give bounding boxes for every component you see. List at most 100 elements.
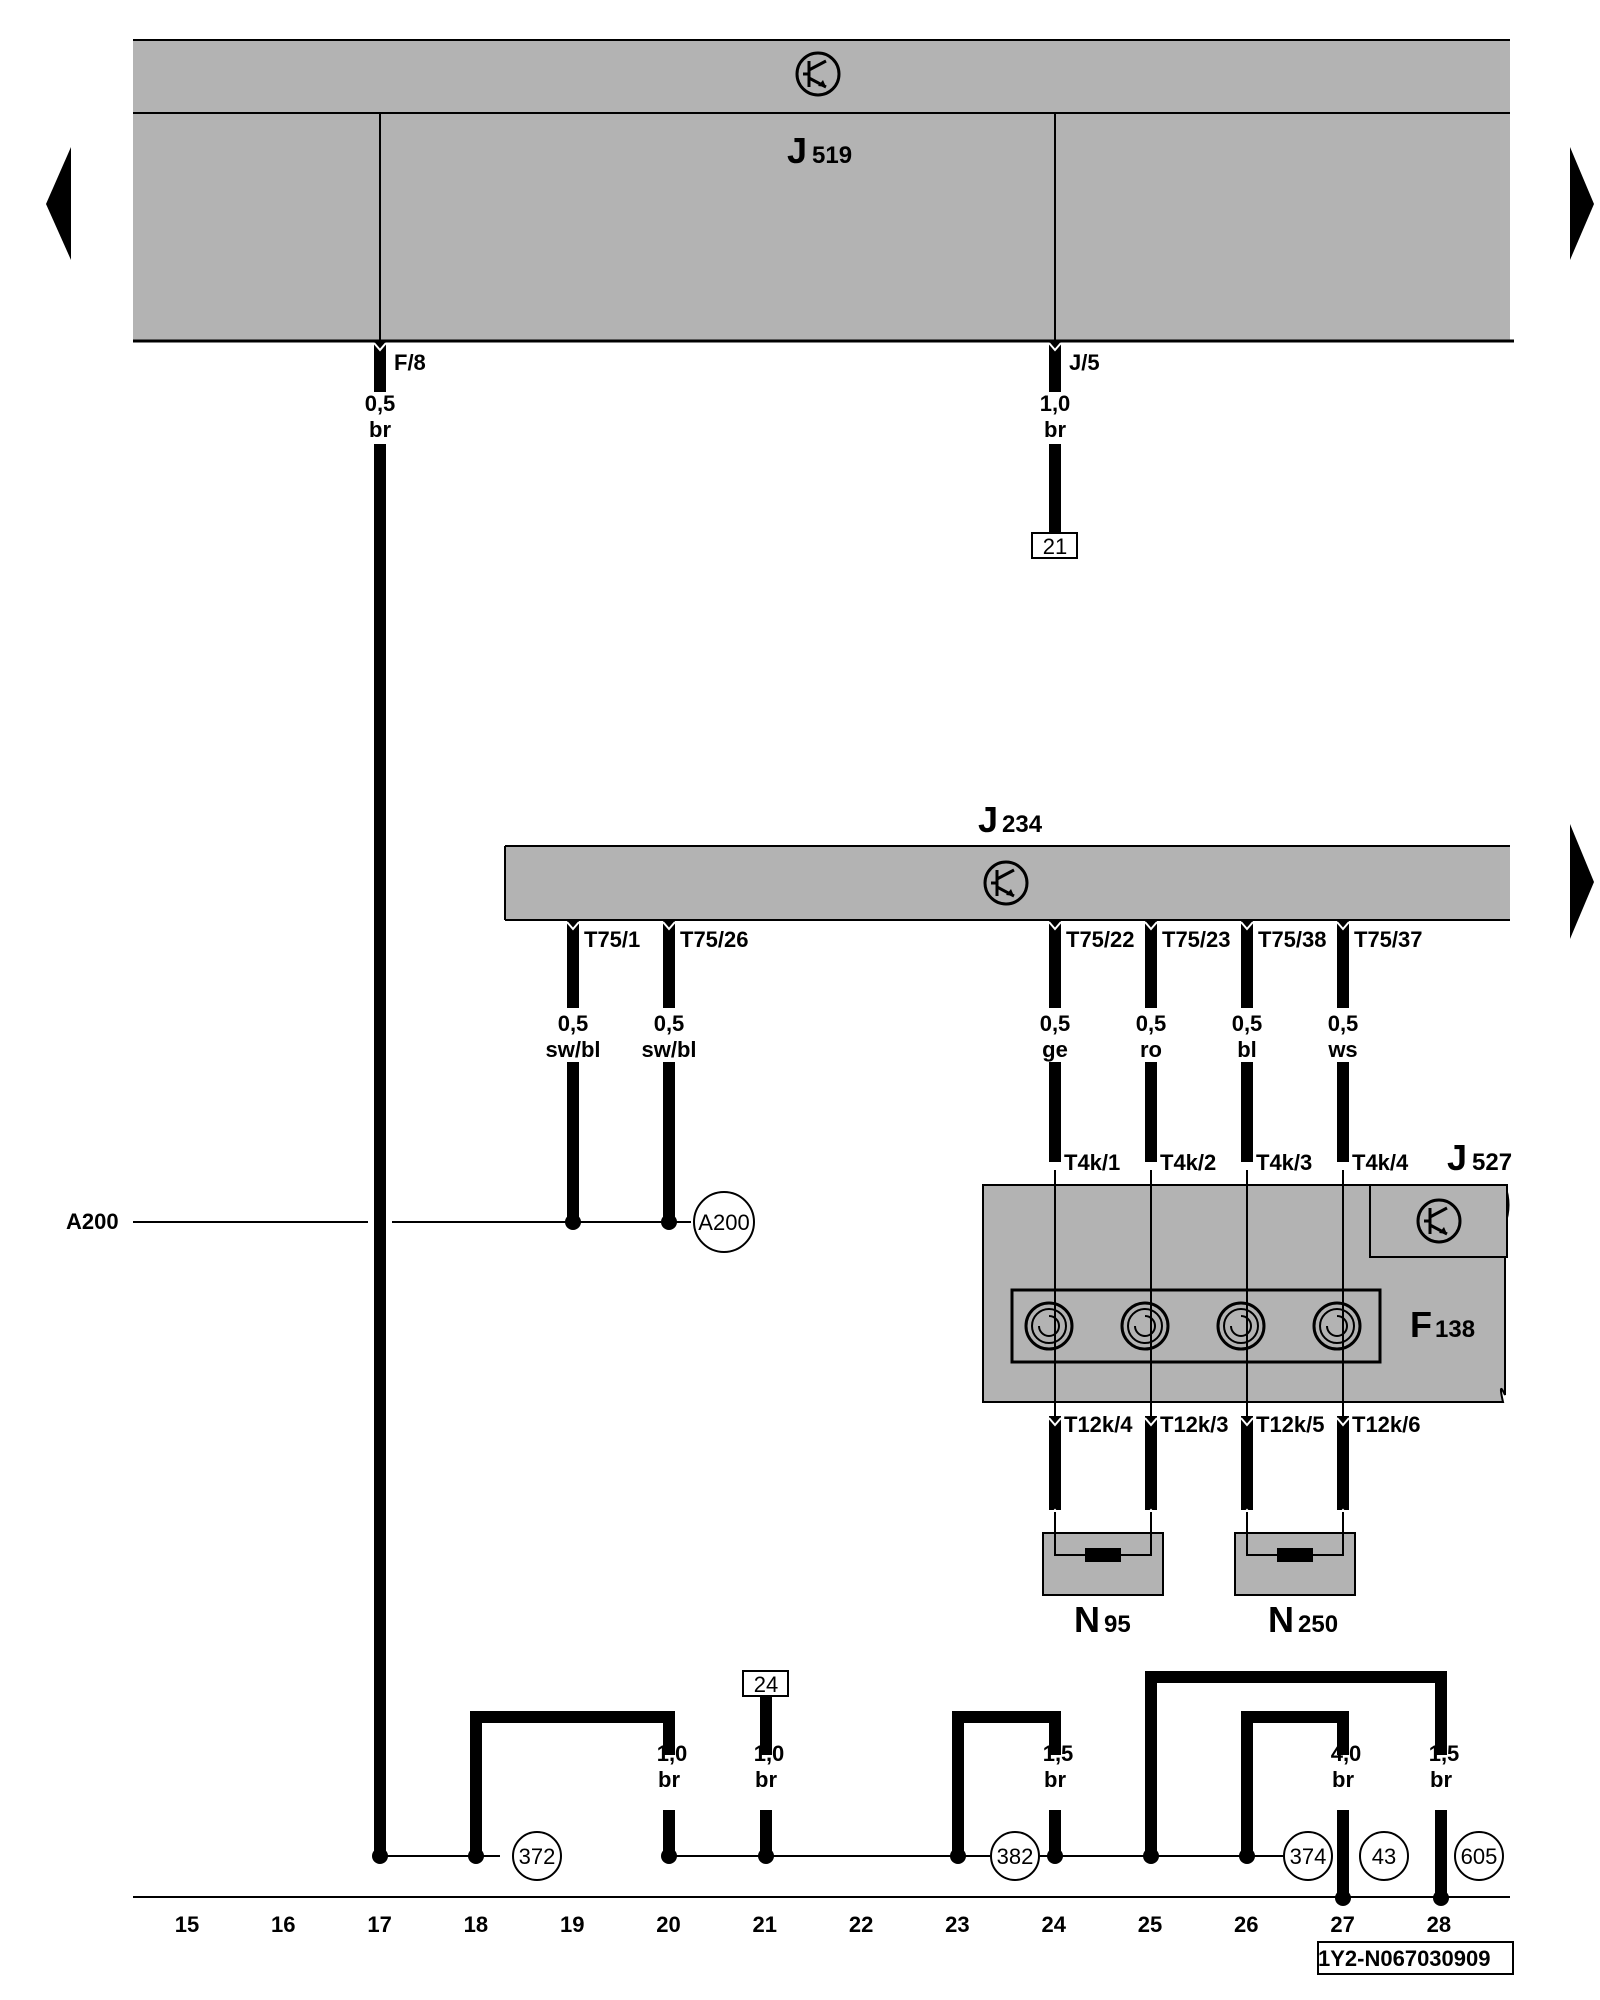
wire-t75-23: T75/23 0,5 ro [1136, 920, 1231, 1162]
pin-t4k-1: T4k/1 [1064, 1150, 1120, 1175]
ground-ref-382-label: 382 [997, 1844, 1034, 1869]
wire-t75-26-color: sw/bl [641, 1037, 696, 1062]
ground-ref-374-label: 374 [1290, 1844, 1327, 1869]
column-number: 23 [945, 1912, 969, 1937]
pin-f8: F/8 [394, 350, 426, 375]
wire-t75-22-size: 0,5 [1040, 1011, 1071, 1036]
column-number: 17 [367, 1912, 391, 1937]
wire-j5: J/5 1,0 br 21 [1031, 341, 1100, 559]
pin-t75-38: T75/38 [1258, 927, 1327, 952]
wire-g28-color: br [1430, 1767, 1452, 1792]
column-number: 27 [1330, 1912, 1354, 1937]
wire-j5-size: 1,0 [1040, 391, 1071, 416]
column-number: 19 [560, 1912, 584, 1937]
ground-wire-21: 24 1,0 br [742, 1670, 789, 1864]
pin-t75-26: T75/26 [680, 927, 749, 952]
n250-sub: 250 [1298, 1611, 1338, 1638]
column-number: 18 [464, 1912, 488, 1937]
wire-g21-color: br [755, 1767, 777, 1792]
fuse-holder-f138 [1010, 1288, 1382, 1364]
doc-id-box [1317, 1941, 1514, 1975]
ground-wire-26-27: 4,0 br [1239, 1711, 1362, 1906]
page-nav-right-arrow-icon-2[interactable] [1570, 824, 1594, 939]
a200-ref-circle [693, 1191, 755, 1253]
pin-t4k-2: T4k/2 [1160, 1150, 1216, 1175]
f138-label: F [1410, 1304, 1432, 1345]
ref-box-24 [742, 1670, 789, 1697]
a200-label-left: A200 [66, 1209, 119, 1234]
column-number: 24 [1041, 1912, 1066, 1937]
a200-line: A200 A200 [66, 1191, 755, 1253]
column-number: 26 [1234, 1912, 1258, 1937]
wire-t75-38: T75/38 0,5 bl [1232, 920, 1327, 1162]
wire-t75-38-size: 0,5 [1232, 1011, 1263, 1036]
wire-t75-1-color: sw/bl [545, 1037, 600, 1062]
ref-box-21-label: 21 [1043, 534, 1067, 559]
pin-t4k-4: T4k/4 [1352, 1150, 1409, 1175]
wire-t75-23-color: ro [1140, 1037, 1162, 1062]
resistor-icon [1085, 1548, 1121, 1562]
ref-box-21 [1031, 532, 1078, 559]
ground-ref-43 [1359, 1831, 1409, 1881]
n95-label: N [1074, 1599, 1100, 1640]
n95-sub: 95 [1104, 1611, 1131, 1638]
control-unit-j519: J 519 [133, 39, 1514, 343]
wire-j5-color: br [1044, 417, 1066, 442]
wire-g20-size: 1,0 [657, 1741, 688, 1766]
column-number: 22 [849, 1912, 873, 1937]
page-nav-right-arrow-icon[interactable] [1570, 147, 1594, 260]
wire-t75-38-color: bl [1237, 1037, 1257, 1062]
pin-t75-23: T75/23 [1162, 927, 1231, 952]
valve-n250: N 250 [1234, 1512, 1356, 1640]
j519-sub: 519 [812, 142, 852, 169]
column-number: 16 [271, 1912, 295, 1937]
pin-t12k-4: T12k/4 [1064, 1412, 1133, 1437]
pin-j5: J/5 [1069, 350, 1100, 375]
f138-sub: 138 [1435, 1316, 1475, 1343]
wire-t75-22: T75/22 0,5 ge [1040, 920, 1135, 1162]
page-nav-left-arrow-icon[interactable] [46, 147, 71, 260]
wire-g28-size: 1,5 [1429, 1741, 1460, 1766]
control-unit-j234: J 234 [504, 799, 1510, 921]
j234-label: J [978, 799, 998, 840]
wire-t75-22-color: ge [1042, 1037, 1068, 1062]
wire-t75-1-size: 0,5 [558, 1011, 589, 1036]
column-number: 21 [753, 1912, 777, 1937]
ground-ref-605-label: 605 [1461, 1844, 1498, 1869]
pin-t75-37: T75/37 [1354, 927, 1423, 952]
pin-t12k-3: T12k/3 [1160, 1412, 1229, 1437]
n250-label: N [1268, 1599, 1294, 1640]
doc-id: 1Y2-N067030909 [1318, 1946, 1490, 1971]
wire-g20-color: br [658, 1767, 680, 1792]
ref-box-24-label: 24 [754, 1672, 778, 1697]
control-unit-j527: F 138 [982, 1170, 1510, 1420]
wire-t75-37: T75/37 0,5 ws [1327, 920, 1423, 1162]
wire-t75-23-size: 0,5 [1136, 1011, 1167, 1036]
pin-t75-22: T75/22 [1066, 927, 1135, 952]
wire-g27-color: br [1332, 1767, 1354, 1792]
wire-g21-size: 1,0 [754, 1741, 785, 1766]
ground-ref-372-label: 372 [519, 1844, 556, 1869]
wire-g27-size: 4,0 [1331, 1741, 1362, 1766]
column-number: 28 [1427, 1912, 1451, 1937]
ground-bus: 372 382 374 43 605 [372, 1831, 1504, 1881]
ground-ref-374 [1283, 1831, 1333, 1881]
wire-f8: F/8 0,5 br [365, 341, 426, 1856]
wire-t75-37-color: ws [1327, 1037, 1357, 1062]
wires-t12k: T12k/4 T12k/3 T12k/5 T12k/6 [1048, 1412, 1421, 1518]
wire-f8-color: br [369, 417, 391, 442]
ground-wire-18-20: 1,0 br [468, 1711, 688, 1864]
resistor-icon [1277, 1548, 1313, 1562]
pin-t4k-3: T4k/3 [1256, 1150, 1312, 1175]
j527-sub: 527 [1472, 1149, 1512, 1176]
ground-ref-43-label: 43 [1372, 1844, 1396, 1869]
pin-t12k-6: T12k/6 [1352, 1412, 1421, 1437]
pin-t12k-5: T12k/5 [1256, 1412, 1325, 1437]
ground-ref-382 [990, 1831, 1040, 1881]
valve-n95: N 95 [1042, 1512, 1164, 1640]
wire-t75-26-size: 0,5 [654, 1011, 685, 1036]
j234-sub: 234 [1002, 811, 1043, 838]
wire-t75-1: T75/1 0,5 sw/bl [545, 920, 640, 1230]
